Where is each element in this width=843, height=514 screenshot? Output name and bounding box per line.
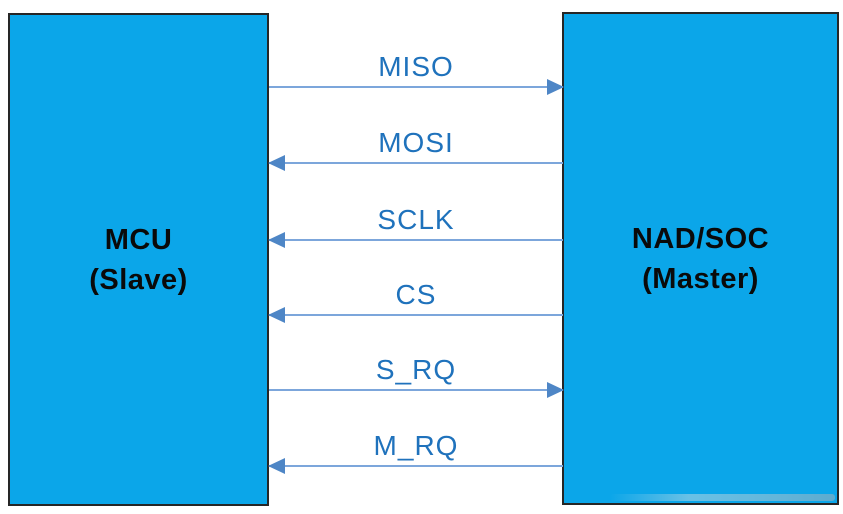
signal-label-s-rq: S_RQ [375, 354, 457, 385]
signal-label-m-rq: M_RQ [373, 430, 459, 461]
arrowhead-right-icon [547, 79, 564, 95]
node-mcu-subtitle: (Slave) [89, 263, 188, 296]
arrow-line-sclk [268, 232, 563, 248]
arrow-line-s-rq [269, 382, 564, 398]
signal-row-sclk: SCLK [268, 203, 563, 248]
arrow-line-m-rq [268, 458, 563, 474]
signal-row-cs: CS [268, 278, 563, 323]
arrowhead-right-icon [547, 382, 564, 398]
signal-label-miso: MISO [378, 51, 454, 82]
signal-row-m-rq: M_RQ [268, 429, 563, 474]
node-mcu-slave: MCU (Slave) [8, 13, 269, 506]
arrow-line-mosi [268, 155, 563, 171]
arrowhead-left-icon [268, 307, 285, 323]
node-mcu-title: MCU [104, 223, 173, 256]
arrowhead-left-icon [268, 232, 285, 248]
arrowhead-left-icon [268, 458, 285, 474]
signal-row-miso: MISO [269, 50, 564, 95]
signal-label-cs: CS [395, 279, 437, 310]
node-nad-subtitle: (Master) [642, 262, 759, 295]
signal-row-mosi: MOSI [268, 126, 563, 171]
signal-label-mosi: MOSI [378, 127, 454, 158]
arrowhead-left-icon [268, 155, 285, 171]
node-nad-title: NAD/SOC [631, 222, 770, 255]
signal-row-s-rq: S_RQ [269, 353, 564, 398]
signal-label-sclk: SCLK [377, 204, 455, 235]
node-nad-soc-master: NAD/SOC (Master) [562, 12, 839, 505]
arrow-line-miso [269, 79, 564, 95]
arrow-line-cs [268, 307, 563, 323]
